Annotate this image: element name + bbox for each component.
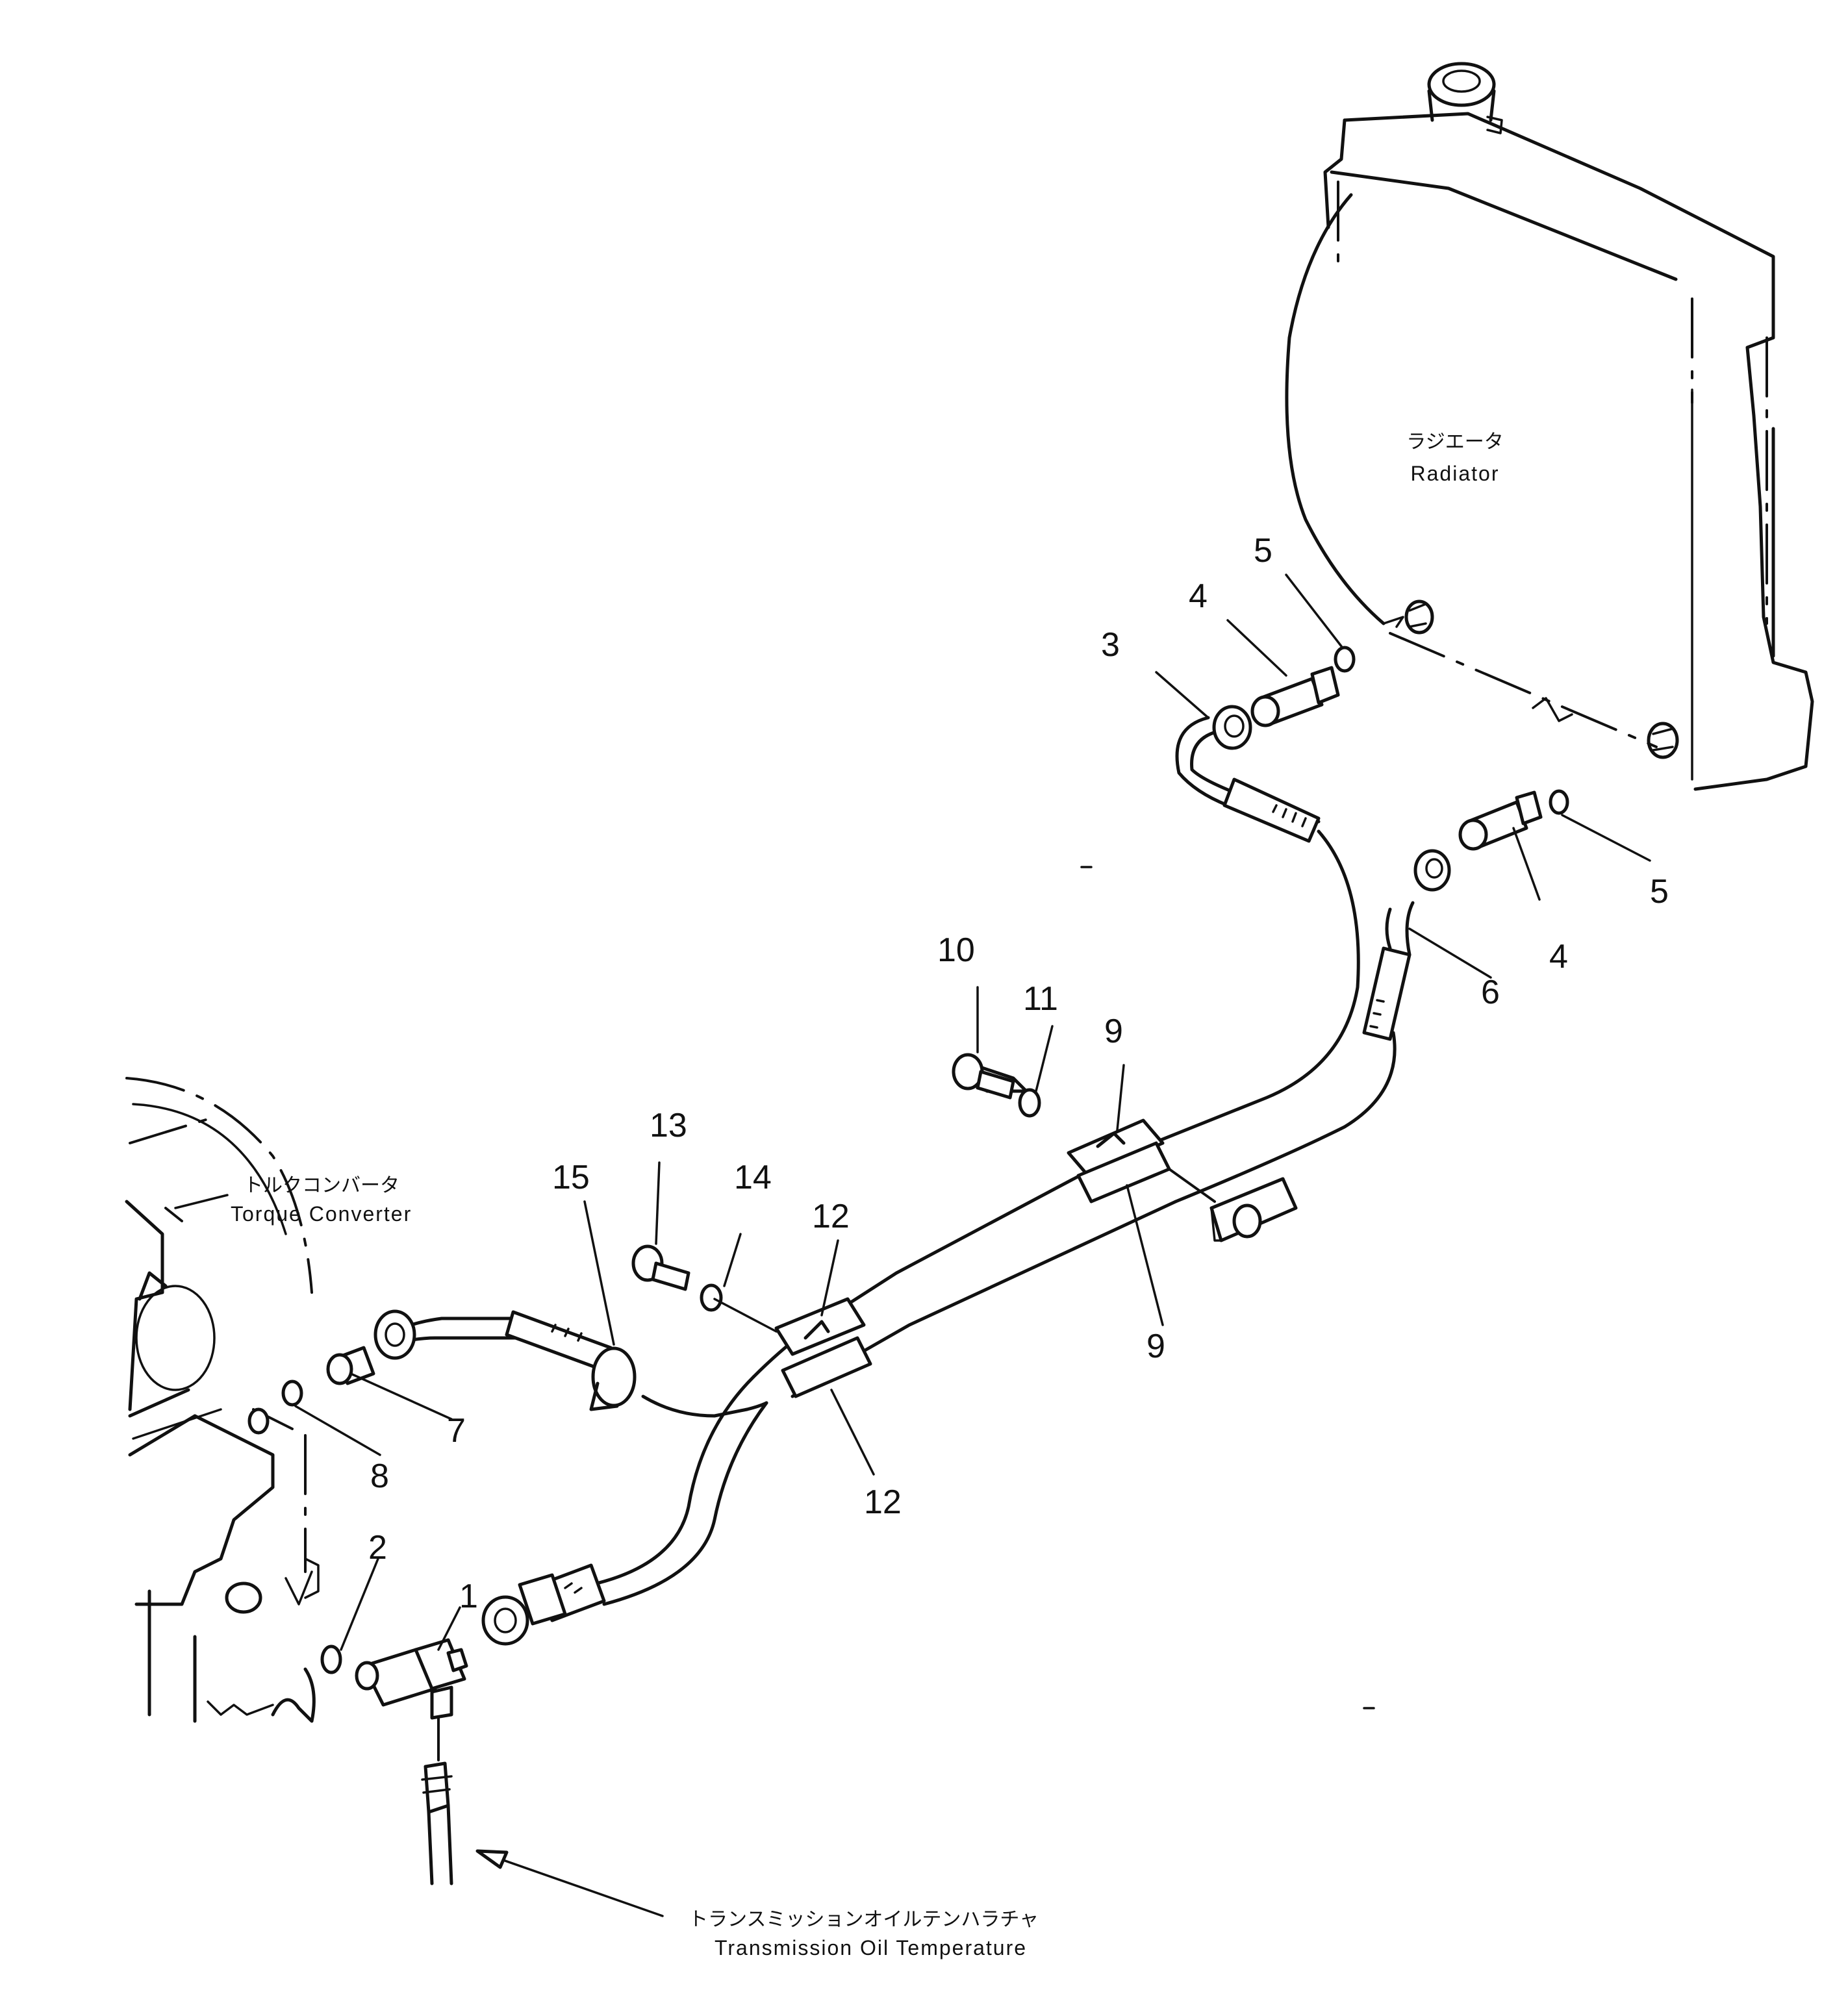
callout-7: 7 bbox=[447, 1412, 466, 1450]
callout-10: 10 bbox=[937, 931, 975, 969]
leader-lines bbox=[294, 573, 1651, 1917]
callout-9-lower: 9 bbox=[1146, 1328, 1165, 1365]
callout-5-upper: 5 bbox=[1254, 532, 1272, 570]
callout-12-upper: 12 bbox=[812, 1198, 850, 1235]
callout-14: 14 bbox=[734, 1159, 772, 1196]
callout-3: 3 bbox=[1101, 626, 1120, 664]
callout-4-upper: 4 bbox=[1189, 577, 1208, 615]
radiator-label-jp: ラジエータ bbox=[1406, 431, 1503, 453]
radiator: ラジエータ Radiator bbox=[1285, 62, 1814, 791]
callout-9-upper: 9 bbox=[1104, 1013, 1123, 1050]
callout-1: 1 bbox=[459, 1578, 478, 1615]
callout-11: 11 bbox=[1023, 980, 1058, 1018]
hoses bbox=[388, 716, 1415, 1646]
callout-13: 13 bbox=[650, 1107, 687, 1144]
transmission-oil-temp-label-jp: トランスミッションオイルテンハラチャ bbox=[689, 1908, 1039, 1931]
torque-converter-label-en: Torque Converter bbox=[231, 1202, 412, 1226]
transmission-oil-temp-label-en: Transmission Oil Temperature bbox=[715, 1936, 1027, 1959]
callout-6: 6 bbox=[1481, 974, 1500, 1011]
callout-15: 15 bbox=[552, 1159, 590, 1196]
parts bbox=[281, 646, 1569, 1885]
callout-4-lower: 4 bbox=[1549, 938, 1568, 976]
torque-converter-label-jp: トルクコンバータ bbox=[244, 1174, 399, 1197]
callout-2: 2 bbox=[368, 1529, 387, 1567]
radiator-label-en: Radiator bbox=[1411, 462, 1500, 485]
callout-5-lower: 5 bbox=[1650, 873, 1669, 911]
callouts: 1 2 3 4 4 5 5 6 7 8 9 9 10 11 12 12 13 1… bbox=[368, 532, 1669, 1615]
callout-8: 8 bbox=[370, 1457, 389, 1495]
callout-12-lower: 12 bbox=[864, 1483, 902, 1521]
torque-converter: トルクコンバータ Torque Converter bbox=[125, 1077, 412, 1723]
